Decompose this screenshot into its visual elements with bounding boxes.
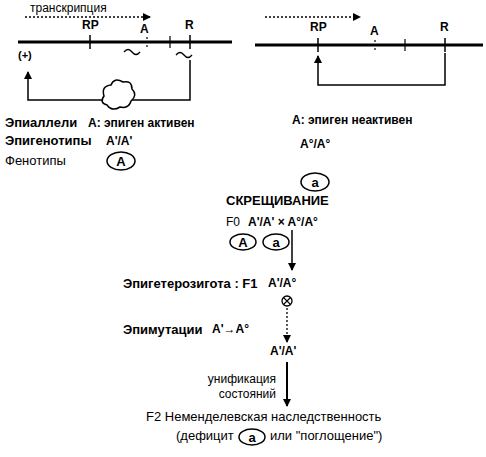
flow-arrow: [286, 308, 287, 342]
mutation-formula: A'→A°: [212, 323, 249, 336]
site-label: R: [440, 21, 449, 34]
process-label: транскрипция: [30, 2, 107, 15]
site-tick: [189, 35, 191, 49]
sign-label: (+): [18, 50, 32, 62]
dna-line: [18, 41, 232, 44]
phenotype-text: a: [300, 176, 330, 189]
result-text: или "поглощение"): [270, 429, 382, 443]
feedback-loop: [132, 60, 190, 100]
genotype-text: A'/A': [270, 345, 296, 358]
row-heading: Эпигетерозигота : F1: [123, 277, 258, 291]
section-heading: СКРЕЩИВАНИЕ: [226, 194, 329, 208]
state-text: A: эпиген активен: [88, 117, 195, 130]
flow-arrow: [286, 362, 288, 406]
phenotype-oval: a: [238, 428, 266, 446]
oval-outline: [239, 429, 265, 445]
transcription-arrow: [25, 16, 150, 17]
site-tick: [317, 38, 319, 52]
wavy-mark: [176, 53, 192, 58]
row-heading: Фенотипы: [5, 154, 66, 168]
row-heading: Эпигенотипы: [5, 134, 92, 148]
self-cross-symbol: [284, 298, 291, 305]
phenotype-oval: a: [300, 172, 330, 192]
site-tick: [89, 35, 91, 49]
genotype-text: A'/A': [106, 135, 132, 148]
phenotype-oval: a: [262, 233, 290, 251]
row-heading: Эпимутации: [123, 323, 203, 337]
genotype-text: A°/A°: [300, 138, 330, 151]
transcription-arrow: [265, 16, 360, 17]
phenotype-oval: A: [229, 233, 257, 251]
oval-outline: [230, 234, 256, 250]
phenotype-text: A: [229, 236, 257, 249]
site-label: A: [140, 23, 149, 36]
site-label: RP: [82, 19, 99, 32]
arrow-label: унификация состояний: [196, 372, 276, 402]
state-text: A: эпиген неактивен: [292, 114, 413, 127]
phenotype-oval: A: [106, 151, 136, 171]
site-tick: [444, 38, 446, 52]
phenotype-text: a: [262, 236, 290, 249]
oval-outline: [263, 234, 289, 250]
result-text: (дефицит: [176, 429, 234, 443]
dna-line: [255, 44, 483, 47]
self-cross-symbol: [282, 296, 292, 306]
protein-blob: [102, 80, 135, 109]
site-tick: [404, 39, 405, 51]
result-text: F2 Неменделевская наследственность: [146, 410, 381, 424]
phenotype-text: a: [238, 431, 266, 444]
row-heading: Эпиаллели: [5, 116, 77, 130]
feedback-loop: [28, 72, 104, 100]
phenotype-text: A: [106, 155, 136, 168]
wavy-mark: [124, 50, 140, 55]
genotype-text: A'/A°: [268, 277, 296, 290]
site-tick: [374, 40, 375, 50]
site-label: RP: [310, 21, 327, 34]
site-label: R: [185, 19, 194, 32]
cross-formula: A'/A' × A°/A°: [248, 216, 318, 229]
feedback-loop: [318, 53, 445, 85]
flow-arrow: [291, 230, 293, 270]
site-label: A: [370, 25, 379, 38]
oval-outline: [107, 152, 135, 170]
oval-outline: [301, 173, 329, 191]
site-tick: [169, 36, 170, 48]
generation-label: F0: [226, 216, 240, 229]
site-tick: [146, 37, 147, 47]
